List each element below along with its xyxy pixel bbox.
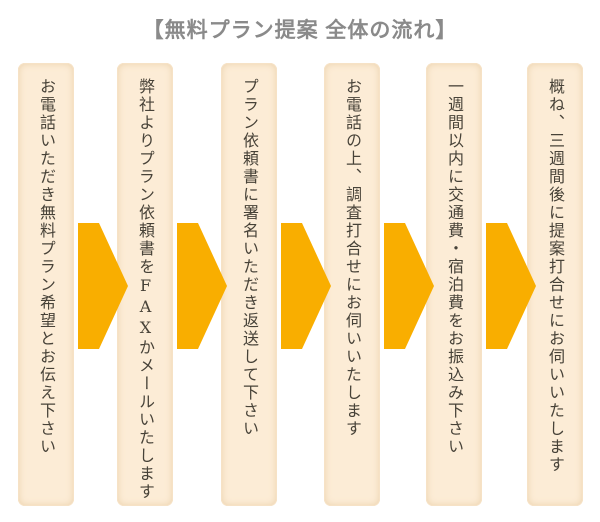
flow-step-text-3: プラン依頼書に署名いただき返送して下さい	[240, 78, 259, 438]
flow-step-text-1: お電話いただき無料プラン希望とお伝え下さい	[37, 78, 56, 456]
flow-step-panel-1: お電話いただき無料プラン希望とお伝え下さい	[18, 63, 74, 506]
flow-step-panel-4: お電話の上、調査打合せにお伺いいたします	[324, 63, 380, 506]
flow-step-text-6: 概ね、三週間後に提案打合せにお伺いいたします	[546, 78, 565, 474]
flow-step-panel-5: 一週間以内に交通費・宿泊費をお振込み下さい	[426, 63, 482, 506]
flow-step-panel-3: プラン依頼書に署名いただき返送して下さい	[221, 63, 277, 506]
flow-step-text-2: 弊社よりプラン依頼書をFAXかメールいたします	[136, 78, 155, 501]
flow-step-panel-6: 概ね、三週間後に提案打合せにお伺いいたします	[527, 63, 583, 506]
flow-step-text-4: お電話の上、調査打合せにお伺いいたします	[343, 78, 362, 438]
arrow-right-icon	[177, 223, 227, 349]
page-title: 【無料プラン提案 全体の流れ】	[142, 19, 458, 42]
flow-step-text-5: 一週間以内に交通費・宿泊費をお振込み下さい	[445, 78, 464, 456]
flow-step-panel-2: 弊社よりプラン依頼書をFAXかメールいたします	[117, 63, 173, 506]
